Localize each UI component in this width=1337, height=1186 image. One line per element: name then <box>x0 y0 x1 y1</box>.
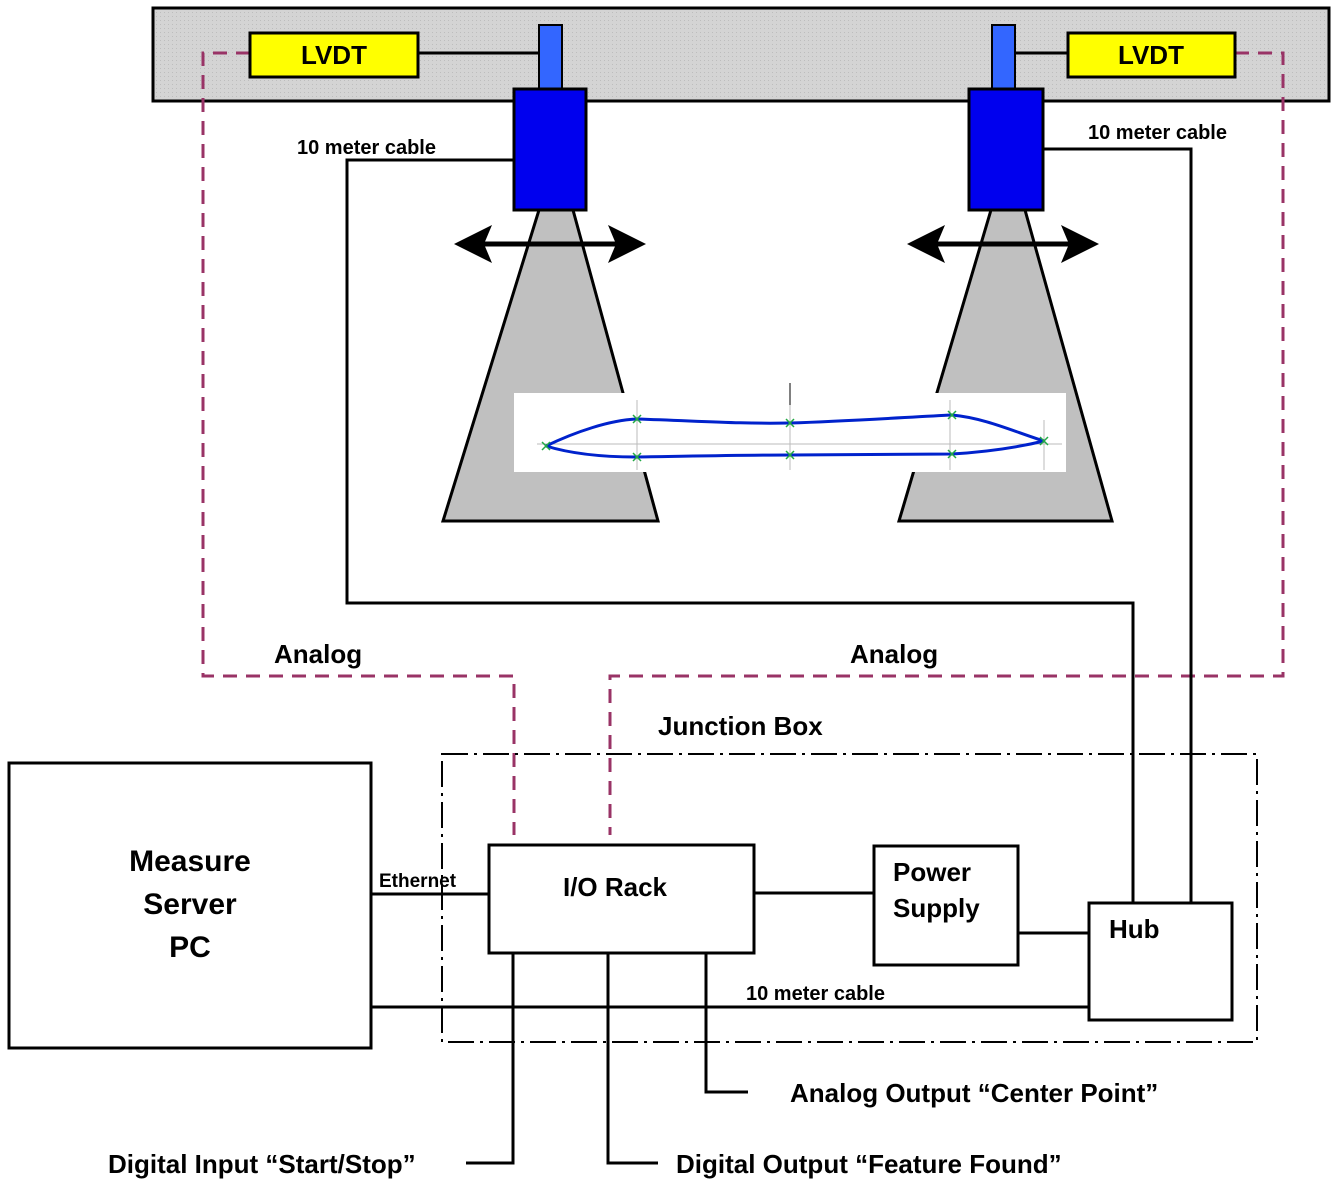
motion-arrow-right <box>907 225 1099 263</box>
analog-wire-right <box>608 51 1285 835</box>
lvdt-right-label: LVDT <box>1118 40 1184 70</box>
power-supply-line2: Supply <box>893 893 980 923</box>
analog-right-label: Analog <box>850 639 938 669</box>
junction-box <box>441 753 1258 1043</box>
digital-output-line <box>606 953 658 1165</box>
cable-left-label: 10 meter cable <box>297 137 436 159</box>
analog-output-line <box>704 953 748 1094</box>
sensor-beam-left <box>440 208 660 523</box>
power-supply-box <box>872 844 1020 967</box>
digital-output-label: Digital Output “Feature Found” <box>676 1149 1062 1179</box>
cable-right-sensor-to-hub <box>1043 147 1193 903</box>
measure-server-pc-box <box>7 761 373 1050</box>
junction-box-label: Junction Box <box>658 711 823 741</box>
analog-left-label: Analog <box>274 639 362 669</box>
sensor-rod-right <box>991 24 1016 90</box>
analog-output-label: Analog Output “Center Point” <box>790 1078 1158 1108</box>
cable-left-sensor-to-hub <box>345 158 1135 903</box>
ethernet-label: Ethernet <box>379 871 457 892</box>
sensor-body-right <box>967 87 1045 212</box>
lvdt-right-box <box>1066 31 1237 79</box>
hub-label: Hub <box>1109 914 1160 944</box>
power-supply-line1: Power <box>893 857 971 887</box>
motion-arrow-left <box>454 225 646 263</box>
hub-box <box>1087 901 1234 1022</box>
sensor-rod-left <box>538 24 563 90</box>
measured-profile <box>514 383 1066 472</box>
measure-server-line2: Server <box>143 888 237 921</box>
sensor-body-left <box>512 87 588 212</box>
sensor-beam-right <box>896 208 1114 523</box>
measure-server-line3: PC <box>169 931 211 964</box>
lvdt-left-box <box>248 31 420 79</box>
analog-wire-left <box>201 51 516 835</box>
digital-input-line <box>466 953 515 1165</box>
measure-server-line1: Measure <box>129 845 251 878</box>
digital-input-label: Digital Input “Start/Stop” <box>108 1149 416 1179</box>
io-rack-label: I/O Rack <box>563 872 668 902</box>
cable-bottom-label: 10 meter cable <box>746 983 885 1005</box>
cable-right-label: 10 meter cable <box>1088 122 1227 144</box>
lvdt-left-label: LVDT <box>301 40 367 70</box>
io-rack-box <box>487 843 756 955</box>
